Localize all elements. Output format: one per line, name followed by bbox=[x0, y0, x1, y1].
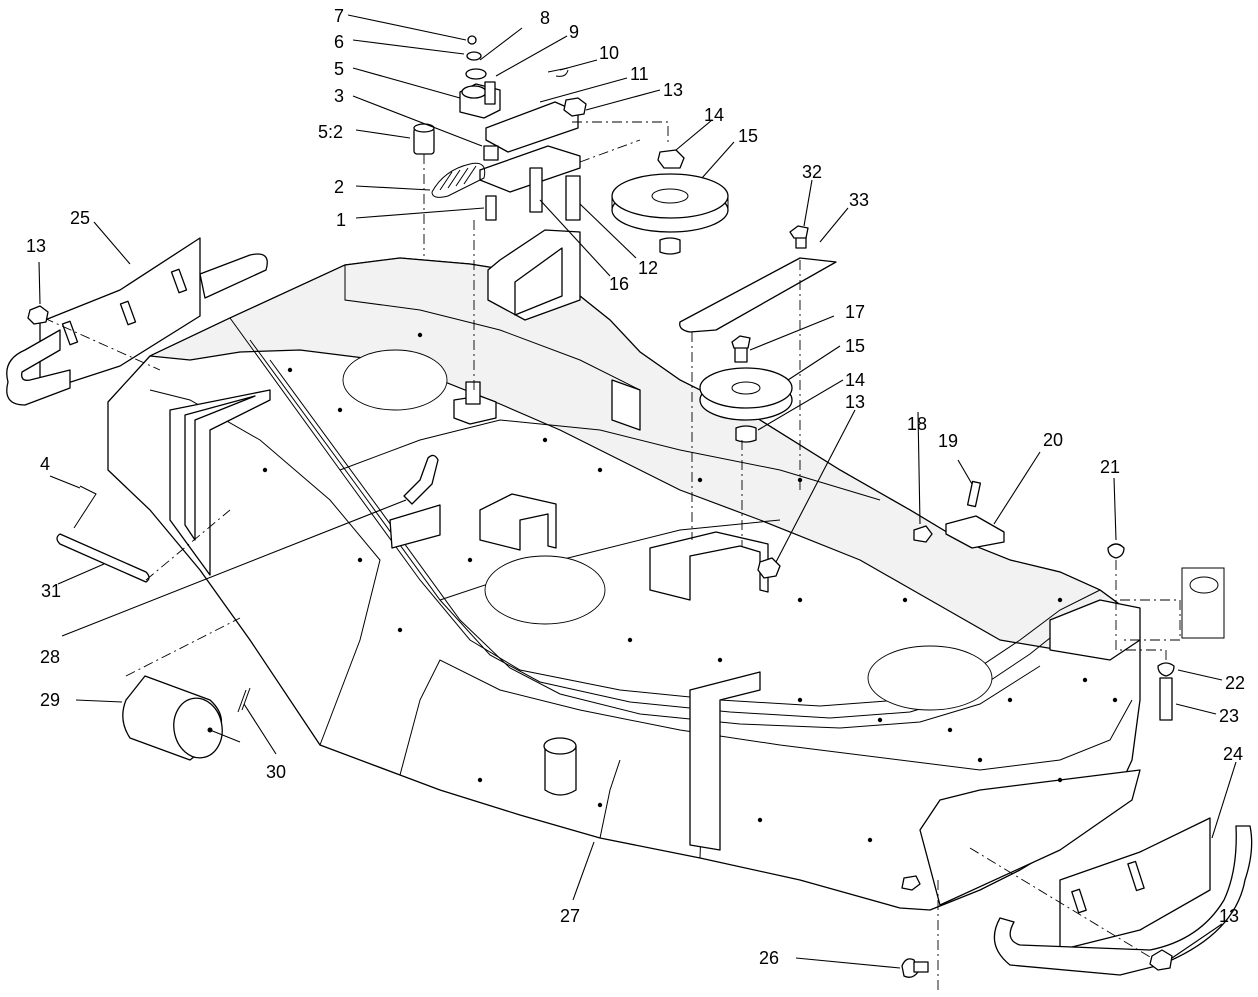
callout-12: 12 bbox=[638, 258, 658, 278]
callout-16: 16 bbox=[609, 274, 629, 294]
callout-3: 3 bbox=[334, 86, 344, 106]
callout-22: 22 bbox=[1225, 673, 1245, 693]
callout-14: 14 bbox=[845, 370, 865, 390]
callout-6: 6 bbox=[334, 32, 344, 52]
callout-15: 15 bbox=[738, 126, 758, 146]
callout-17: 17 bbox=[845, 302, 865, 322]
callout-24: 24 bbox=[1223, 744, 1243, 764]
callout-26: 26 bbox=[759, 948, 779, 968]
carriage-bolt bbox=[901, 880, 939, 992]
callout-11: 11 bbox=[630, 64, 649, 84]
callout-9: 9 bbox=[569, 22, 579, 42]
deck-shell bbox=[107, 229, 1225, 911]
nuts bbox=[27, 305, 1173, 971]
callout-28: 28 bbox=[40, 647, 60, 667]
skid-left-rear bbox=[6, 237, 268, 406]
callout-30: 30 bbox=[266, 762, 286, 782]
callout-8: 8 bbox=[540, 8, 550, 28]
callout-15: 15 bbox=[845, 336, 865, 356]
leader-lines bbox=[38, 14, 1237, 969]
callout-18: 18 bbox=[907, 414, 927, 434]
idler-pulley-upper bbox=[611, 149, 729, 255]
callout-13: 13 bbox=[663, 80, 683, 100]
callout-10: 10 bbox=[599, 43, 619, 63]
callout-5: 5 bbox=[334, 59, 344, 79]
callout-21: 21 bbox=[1100, 457, 1120, 477]
idler-pulley-lower bbox=[699, 335, 793, 546]
callout-5-2: 5:2 bbox=[318, 122, 343, 142]
idler-arm-assembly bbox=[413, 35, 669, 392]
callout-31: 31 bbox=[41, 581, 61, 601]
callout-7: 7 bbox=[334, 6, 344, 26]
callout-19: 19 bbox=[938, 431, 958, 451]
callout-33: 33 bbox=[849, 190, 869, 210]
belt-cover-plate bbox=[679, 225, 837, 540]
roller-assembly bbox=[122, 617, 251, 761]
callout-29: 29 bbox=[40, 690, 60, 710]
grease-tube bbox=[389, 454, 441, 549]
deflector-hardware bbox=[913, 480, 1175, 721]
callout-1: 1 bbox=[336, 210, 346, 230]
callout-32: 32 bbox=[802, 162, 822, 182]
callout-4: 4 bbox=[40, 454, 50, 474]
callout-25: 25 bbox=[70, 208, 90, 228]
callout-14: 14 bbox=[704, 105, 724, 125]
callout-13: 13 bbox=[845, 392, 865, 412]
callout-20: 20 bbox=[1043, 430, 1063, 450]
callout-13: 13 bbox=[26, 236, 46, 256]
roller-rod bbox=[56, 485, 231, 583]
callout-27: 27 bbox=[560, 906, 580, 926]
callout-23: 23 bbox=[1219, 706, 1239, 726]
callout-labels: 7 8 6 9 10 5 11 3 13 5:2 14 15 2 32 33 1… bbox=[26, 6, 1245, 968]
callout-13: 13 bbox=[1219, 906, 1239, 926]
callout-2: 2 bbox=[334, 177, 344, 197]
